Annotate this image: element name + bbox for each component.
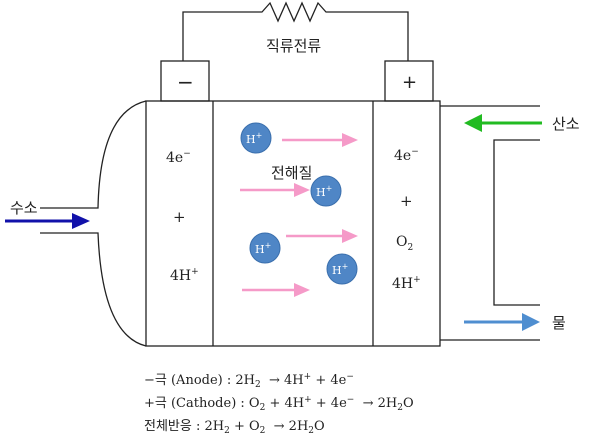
cathode-equation: +극 (Cathode) : O2 + 4H+ + 4e− → 2H2O — [144, 395, 414, 413]
hydrogen-arrow-head — [72, 213, 90, 229]
overall-equation: 전체반응 : 2H2 + O2 → 2H2O — [144, 419, 325, 436]
cathode-oxygen: O2 — [396, 234, 413, 253]
oxygen-arrow-head — [464, 114, 482, 132]
water-arrow-head — [522, 313, 540, 331]
positive-terminal-sign: + — [402, 72, 417, 93]
hydrogen-label: 수소 — [10, 199, 38, 217]
anode-protons: 4H+ — [170, 267, 199, 284]
svg-text:H+: H+ — [332, 262, 348, 277]
ion-h-plus: H+ — [310, 175, 342, 207]
hydrogen-inlet-housing — [40, 100, 147, 347]
proton-arrows — [240, 133, 358, 297]
cathode-protons: 4H+ — [392, 275, 421, 292]
circuit-label: 직류전류 — [266, 37, 321, 55]
cathode-electrons: 4e− — [394, 147, 419, 164]
ion-h-plus: H+ — [326, 253, 358, 285]
circuit-wire — [182, 1, 409, 62]
water-label: 물 — [552, 314, 566, 332]
oxygen-channel — [440, 105, 540, 341]
negative-terminal — [160, 60, 210, 102]
cell-body — [145, 100, 441, 347]
ion-h-plus: H+ — [240, 122, 272, 154]
cathode-plus: + — [400, 192, 413, 210]
anode-plus: + — [173, 208, 186, 226]
svg-text:H+: H+ — [255, 241, 271, 256]
negative-terminal-sign: − — [177, 70, 194, 94]
oxygen-label: 산소 — [552, 115, 580, 133]
svg-text:H+: H+ — [316, 184, 332, 199]
anode-electrons: 4e− — [166, 149, 191, 166]
electrolyte-label: 전해질 — [271, 164, 312, 182]
svg-text:H+: H+ — [246, 131, 262, 146]
ion-h-plus: H+ — [249, 232, 281, 264]
anode-equation: −극 (Anode) : 2H2 → 4H+ + 4e− — [144, 372, 354, 390]
